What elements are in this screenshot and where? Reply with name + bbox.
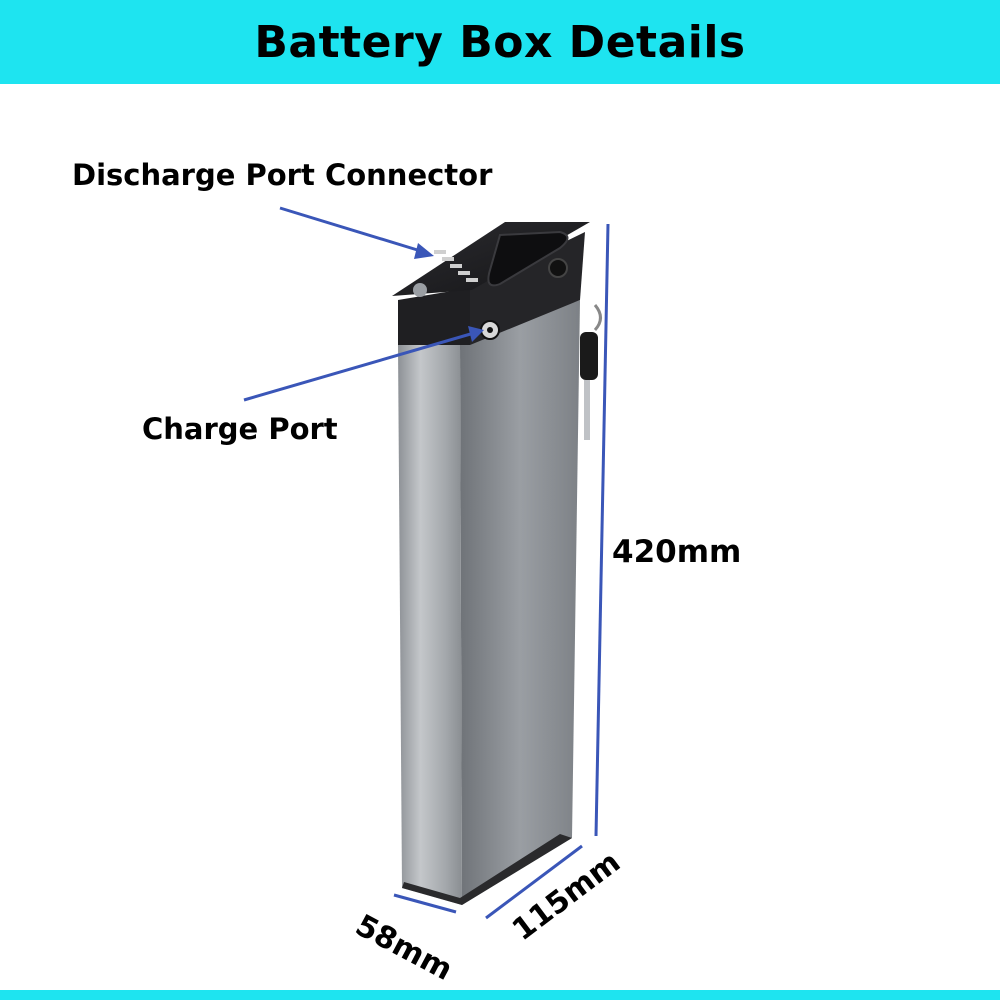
depth-dimension-line — [393, 893, 457, 914]
page-title: Battery Box Details — [254, 16, 746, 68]
discharge-port-pins — [434, 250, 478, 282]
charge-callout-arrow — [243, 326, 484, 402]
lock-cylinder — [413, 283, 427, 297]
key-icon — [580, 304, 602, 440]
battery-side-face — [460, 300, 580, 905]
bottom-accent-bar — [0, 990, 1000, 1000]
side-button — [548, 258, 568, 278]
title-bar: Battery Box Details — [0, 0, 1000, 84]
discharge-port-label: Discharge Port Connector — [72, 158, 493, 192]
battery-front-face — [398, 345, 462, 905]
battery-top-cap — [392, 222, 590, 345]
height-dimension-label: 420mm — [612, 534, 742, 570]
battery-bottom-edge — [402, 834, 572, 905]
charge-port-label: Charge Port — [142, 412, 338, 446]
width-dimension-line — [485, 844, 583, 920]
height-dimension-line — [594, 223, 610, 837]
discharge-callout-arrow — [279, 206, 434, 259]
